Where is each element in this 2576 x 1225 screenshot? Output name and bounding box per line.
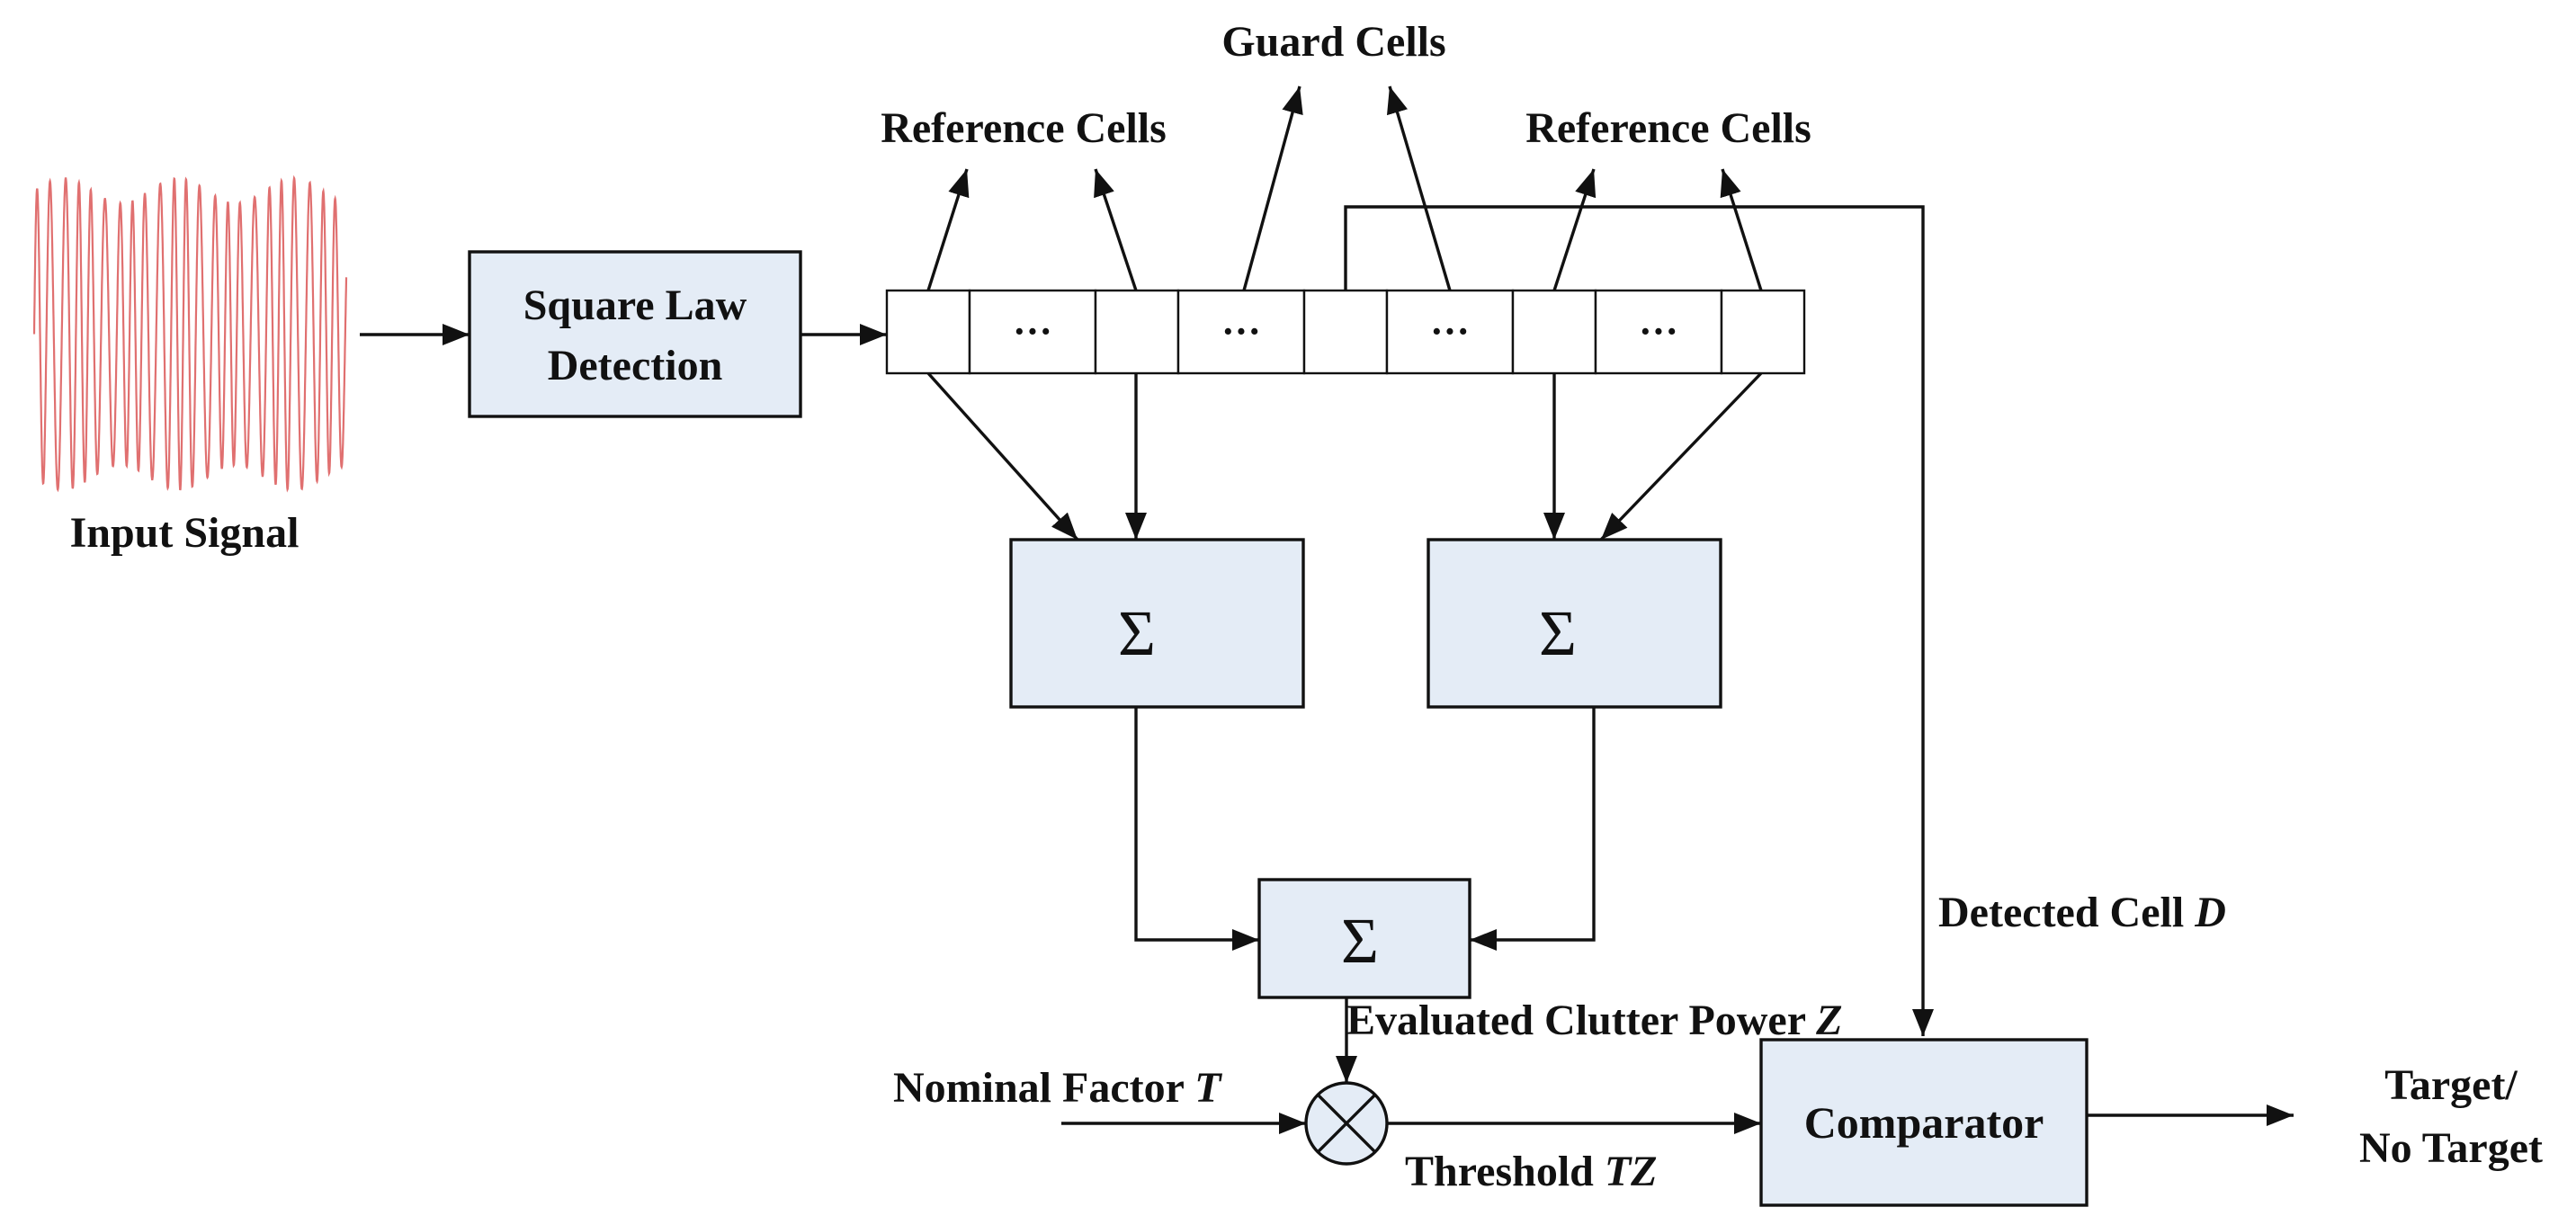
sum-right-symbol: Σ [1539, 597, 1577, 669]
output-label-line1: Target/ [2384, 1061, 2518, 1109]
window-cell-ellipsis-text: ··· [1013, 309, 1052, 353]
detected-cell-label: Detected Cell D [1938, 889, 2226, 936]
input-signal-waveform [32, 174, 348, 493]
window-cell [885, 289, 971, 375]
sum-bottom-block [1257, 878, 1471, 999]
sum-right-block [1427, 538, 1722, 709]
comparator-label: Comparator [1804, 1097, 2044, 1148]
comparator-block [1759, 1038, 2089, 1207]
sum-bottom-symbol: Σ [1341, 905, 1379, 977]
clutter-power-label: Evaluated Clutter Power Z [1346, 997, 1843, 1044]
threshold-label: Threshold TZ [1405, 1148, 1658, 1195]
window-cell-ellipsis [1385, 289, 1515, 375]
square-law-label-line2: Detection [548, 342, 723, 389]
arrow-sum-left-to-sum-bottom [1134, 707, 1259, 951]
arrow-ref-right-2 [1720, 168, 1763, 291]
arrow-guard-1 [1242, 85, 1303, 291]
sum-left-block [1009, 538, 1305, 709]
arrow-cell-to-sum-right-2 [1599, 371, 1763, 541]
guard-cells-label: Guard Cells [1221, 18, 1445, 66]
reference-window: ··· ··· ··· ··· [885, 289, 1806, 375]
multiplier-node [1304, 1081, 1389, 1166]
window-cell [1720, 289, 1806, 375]
window-cell-ellipsis [968, 289, 1097, 375]
arrow-ref-left-2 [1094, 168, 1138, 291]
window-cell [1302, 289, 1389, 375]
window-cell-ellipsis-text: ··· [1221, 309, 1261, 353]
sum-left-symbol: Σ [1118, 597, 1156, 669]
window-cell [1094, 289, 1180, 375]
window-cell-ellipsis [1176, 289, 1306, 375]
window-cell [1511, 289, 1597, 375]
square-law-label-line1: Square Law [523, 282, 747, 329]
output-label-line2: No Target [2359, 1124, 2543, 1172]
window-cell-ellipsis [1594, 289, 1723, 375]
reference-cells-right-label: Reference Cells [1525, 104, 1811, 152]
reference-cells-left-label: Reference Cells [881, 104, 1167, 152]
square-law-detection-block [468, 250, 802, 418]
detected-cell-path [1344, 205, 1934, 1036]
arrow-sum-right-to-sum-bottom [1470, 707, 1596, 951]
nominal-factor-label: Nominal Factor T [893, 1064, 1222, 1112]
arrow-ref-right-1 [1552, 168, 1597, 291]
window-cell-ellipsis-text: ··· [1639, 309, 1678, 353]
arrow-ref-left-1 [926, 168, 970, 291]
arrow-cell-to-sum-left-1 [926, 371, 1079, 541]
arrow-guard-2 [1386, 85, 1452, 291]
input-signal-label: Input Signal [70, 509, 300, 557]
window-cell-ellipsis-text: ··· [1430, 309, 1470, 353]
